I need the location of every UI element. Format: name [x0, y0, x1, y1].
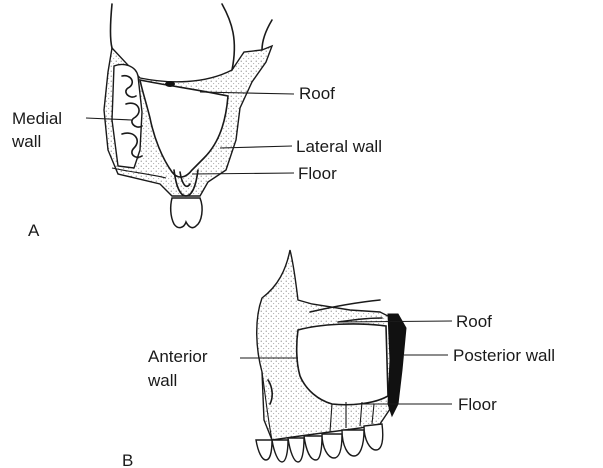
- panel-a-medial-label-line1: Medial: [12, 109, 62, 128]
- panel-a-tooth: [171, 198, 202, 228]
- panel-b-posterior-wall: [388, 314, 406, 416]
- panel-b-posterior-label: Posterior wall: [453, 346, 555, 365]
- panel-b-floor-label: Floor: [458, 395, 497, 414]
- panel-b-anterior-label-line2: wall: [147, 371, 177, 390]
- panel-b-letter: B: [122, 451, 133, 468]
- panel-b-roof-label: Roof: [456, 312, 492, 331]
- panel-b-anterior-label-line1: Anterior: [148, 347, 208, 366]
- panel-a-floor-label: Floor: [298, 164, 337, 183]
- panel-a-medial-label-line2: wall: [11, 132, 41, 151]
- panel-a-illustration: [104, 4, 272, 228]
- panel-a-letter: A: [28, 221, 40, 240]
- panel-b-illustration: [256, 250, 406, 462]
- panel-a-lateral-label: Lateral wall: [296, 137, 382, 156]
- panel-a-nasal-cavity: [112, 64, 142, 168]
- panel-a-roof-label: Roof: [299, 84, 335, 103]
- panel-a-ostium: [165, 81, 175, 87]
